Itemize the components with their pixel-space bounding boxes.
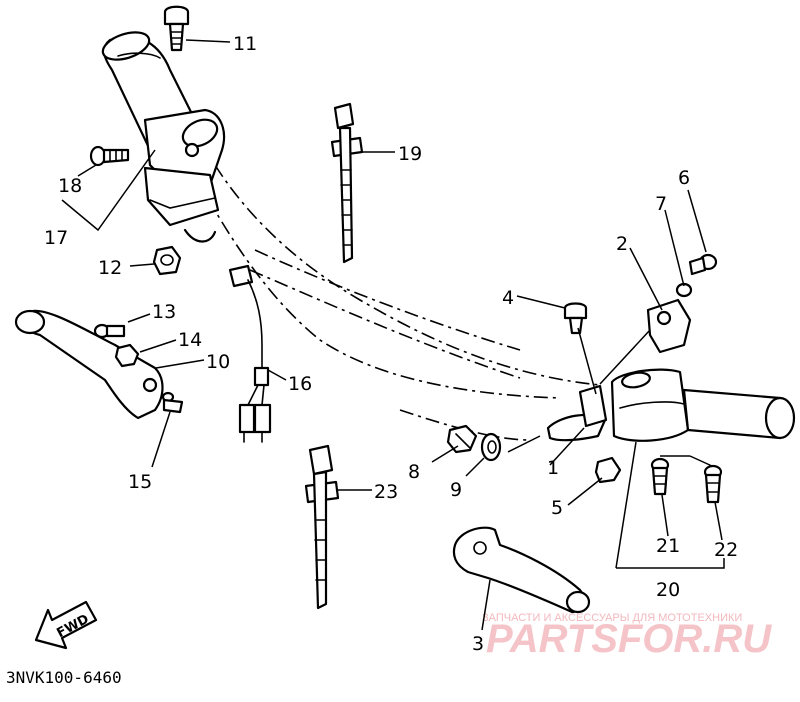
bracket-2: [646, 298, 692, 354]
part-label-6: 6: [678, 167, 690, 189]
screw-11: [163, 5, 190, 52]
cap-5: [594, 456, 622, 484]
left-lever-10: [14, 309, 164, 420]
nut-14: [114, 343, 140, 368]
part-label-16: 16: [288, 373, 312, 395]
nut-8: [446, 424, 478, 454]
part-label-4: 4: [502, 287, 514, 309]
left-switch-housing: [143, 108, 226, 243]
cable-tie-19: [330, 102, 364, 264]
watermark-brand: PARTSFOR.RU: [486, 617, 772, 661]
part-label-14: 14: [178, 329, 202, 351]
part-label-1: 1: [547, 457, 559, 479]
part-label-11: 11: [233, 33, 257, 55]
part-label-21: 21: [656, 535, 680, 557]
part-label-18: 18: [58, 175, 82, 197]
cable-tie-23: [304, 444, 340, 610]
screw-6: [688, 253, 718, 276]
right-grip: [682, 388, 796, 440]
bolt-13: [93, 323, 126, 339]
part-label-10: 10: [206, 351, 230, 373]
part-label-19: 19: [398, 143, 422, 165]
washer-9: [480, 432, 502, 462]
watermark-tagline: ЗАПЧАСТИ И АКСЕССУАРЫ ДЛЯ МОТОТЕХНИКИ: [482, 612, 742, 624]
nut-12: [152, 245, 182, 276]
leader-lines: [61, 39, 725, 631]
fwd-arrow: FWD: [34, 600, 98, 650]
part-label-17: 17: [44, 227, 68, 249]
diagram-code: 3NVK100-6460: [6, 668, 122, 687]
part-label-9: 9: [450, 479, 462, 501]
screw-4: [563, 302, 588, 335]
screw-22: [703, 464, 723, 504]
part-label-5: 5: [551, 497, 563, 519]
handlebar: [194, 164, 601, 441]
part-label-3: 3: [472, 633, 484, 655]
part-label-13: 13: [152, 301, 176, 323]
part-labels: 1 2 3 4 5 6 7 8 9 10 11 12 13 14 15 16 1…: [44, 33, 738, 655]
part-label-7: 7: [655, 193, 667, 215]
right-switch-20: [610, 368, 690, 442]
part-label-20: 20: [656, 579, 680, 601]
part-label-23: 23: [374, 481, 398, 503]
screw-15: [161, 391, 184, 414]
part-label-12: 12: [98, 257, 122, 279]
part-label-15: 15: [128, 471, 152, 493]
lever-holder-1: [546, 384, 608, 442]
right-lever-3: [452, 526, 591, 614]
screw-18: [89, 145, 130, 167]
watermark: ЗАПЧАСТИ И АКСЕССУАРЫ ДЛЯ МОТОТЕХНИКИ PA…: [482, 612, 772, 661]
screw-21: [650, 457, 670, 496]
part-label-8: 8: [408, 461, 420, 483]
cable-16: [228, 264, 272, 443]
part-label-2: 2: [616, 233, 628, 255]
part-label-22: 22: [714, 539, 738, 561]
